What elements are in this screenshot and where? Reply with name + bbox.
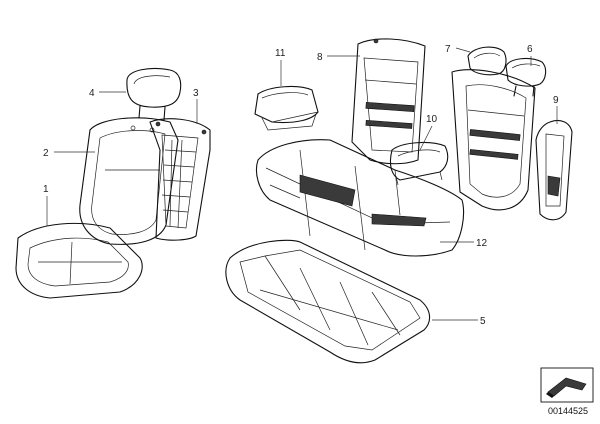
- callout-12: 12: [476, 238, 488, 249]
- leader-lines: [46, 47, 558, 321]
- callout-8: 8: [317, 52, 323, 63]
- side-bolster-panel: [535, 119, 573, 221]
- armrest: [389, 141, 449, 186]
- callout-7: 7: [445, 44, 451, 55]
- callout-11: 11: [275, 48, 286, 59]
- callout-1: 1: [43, 184, 49, 195]
- callout-10: 10: [426, 114, 438, 125]
- callout-3: 3: [193, 88, 199, 99]
- backrest-frame-panel: [149, 118, 211, 241]
- rear-headrest-left: [467, 46, 507, 76]
- reference-thumbnail: [540, 367, 594, 403]
- rear-headrest-right: [505, 57, 547, 97]
- callout-4: 4: [89, 88, 95, 99]
- callout-5: 5: [480, 316, 486, 327]
- callout-2: 2: [43, 148, 49, 159]
- armrest-upholstery: [254, 85, 319, 131]
- front-headrest: [126, 67, 182, 121]
- rear-backrest-center-section: [351, 38, 426, 165]
- front-seat-backrest: [79, 117, 179, 245]
- rear-seat-cushion-cover: [225, 239, 431, 364]
- rear-side-backrest: [451, 69, 536, 211]
- callout-9: 9: [553, 95, 559, 106]
- rear-seat-bench-base: [255, 139, 465, 257]
- document-number: 00144525: [548, 406, 588, 416]
- front-seat-cushion: [15, 222, 143, 299]
- callout-6: 6: [527, 44, 533, 55]
